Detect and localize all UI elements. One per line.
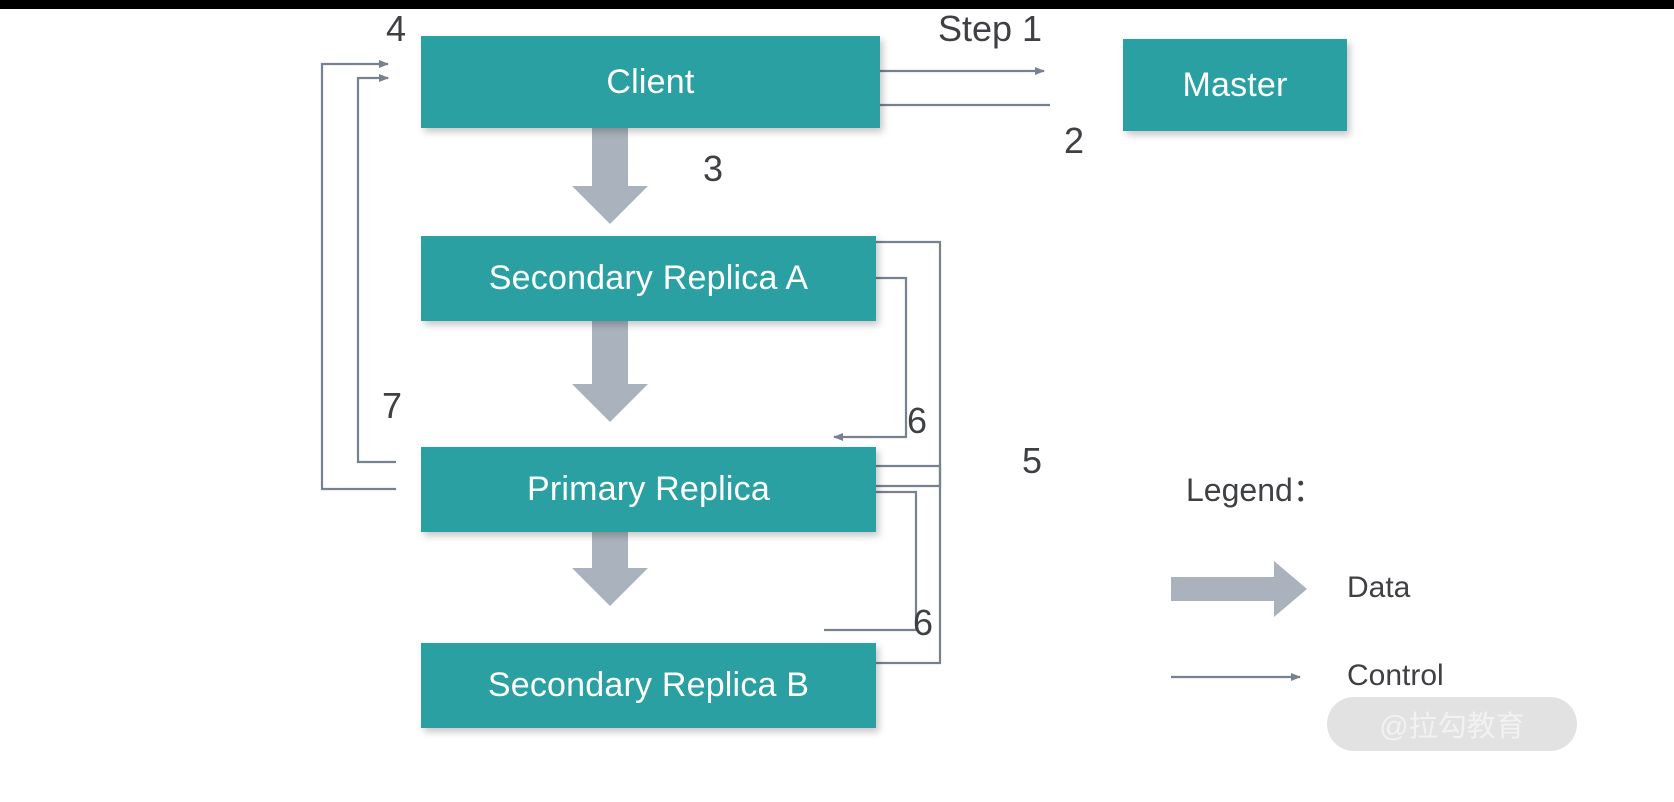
- watermark-text: @拉勾教育: [1379, 711, 1525, 743]
- legend-title: Legend：: [1186, 472, 1325, 508]
- step-label-5: 5: [1022, 440, 1043, 481]
- watermark-badge: @拉勾教育: [1327, 697, 1577, 751]
- node-secondary-replica-a[interactable]: Secondary Replica A: [421, 236, 876, 321]
- top-black-bar: [0, 0, 1674, 9]
- step-label-6-top: 6: [907, 400, 928, 441]
- step-label-3: 3: [703, 148, 724, 189]
- step-label-7: 7: [382, 385, 403, 426]
- data-arrow-secondary-a-to-primary: [572, 315, 648, 422]
- node-client-label: Client: [606, 62, 695, 101]
- legend-item-data-label: Data: [1347, 571, 1411, 604]
- node-secondary-replica-b-label: Secondary Replica B: [487, 666, 810, 704]
- node-master[interactable]: Master: [1123, 39, 1347, 131]
- node-primary-replica-label: Primary Replica: [527, 470, 770, 508]
- data-arrow-client-to-secondary-a: [572, 128, 648, 224]
- node-client[interactable]: Client: [421, 36, 880, 128]
- step-label-step-1: Step 1: [938, 8, 1043, 49]
- node-secondary-replica-a-label: Secondary Replica A: [488, 259, 809, 297]
- node-master-label: Master: [1182, 65, 1288, 104]
- legend-item-control-label: Control: [1347, 659, 1444, 692]
- node-secondary-replica-b[interactable]: Secondary Replica B: [421, 643, 876, 728]
- step-label-6-bottom: 6: [913, 602, 934, 643]
- node-primary-replica[interactable]: Primary Replica: [421, 447, 876, 532]
- step-label-4: 4: [386, 8, 407, 49]
- legend-data-arrow-icon: [1171, 561, 1307, 617]
- step-label-2: 2: [1064, 120, 1085, 161]
